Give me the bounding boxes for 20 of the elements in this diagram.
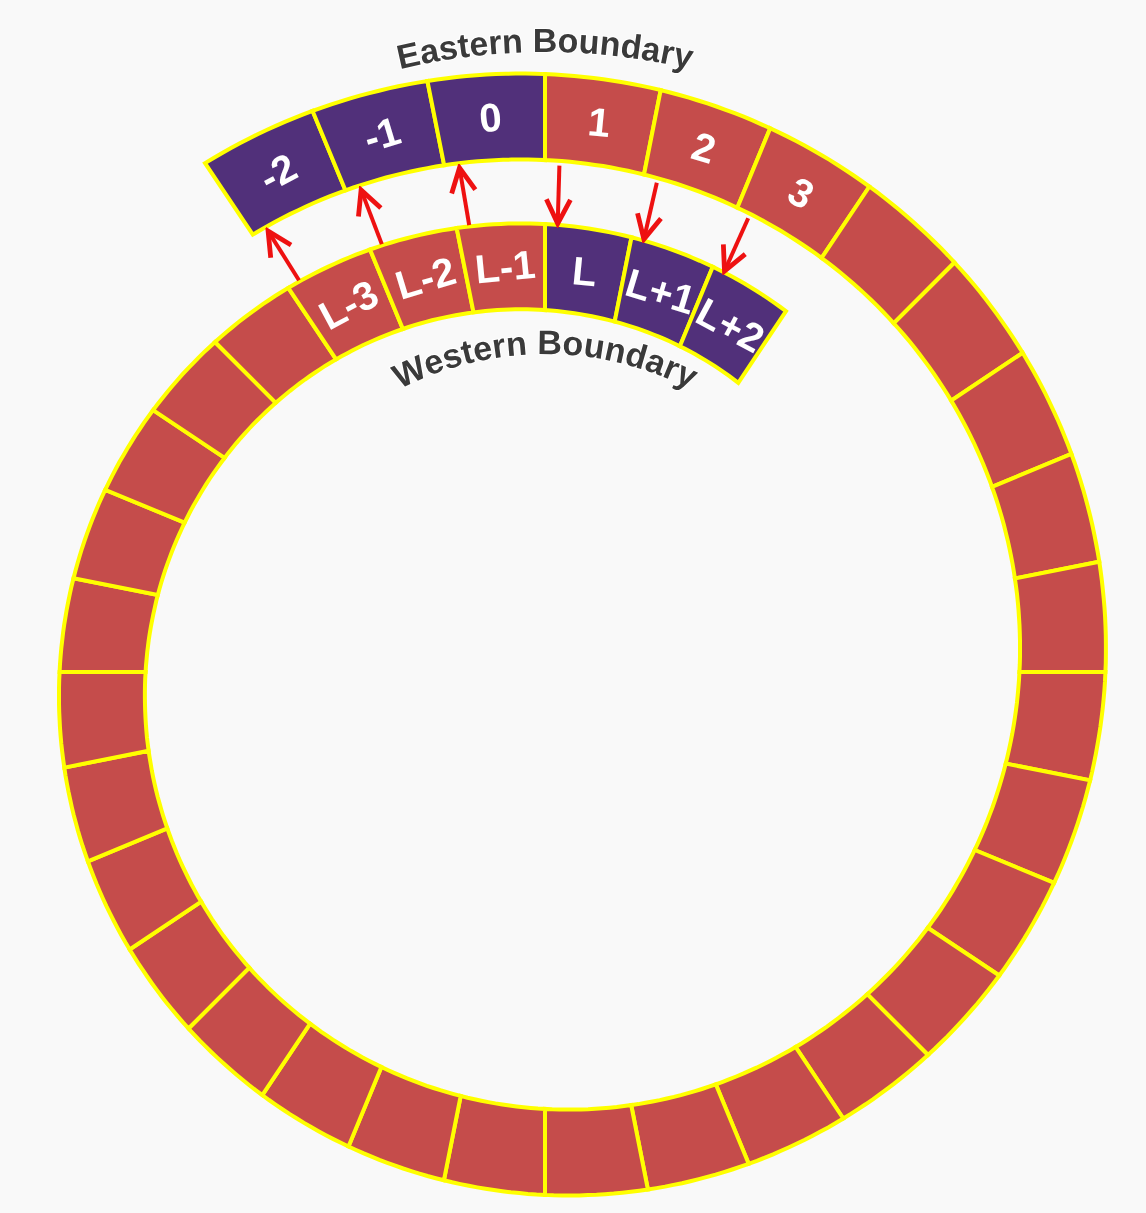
ring-cell: [57, 670, 151, 770]
arrow: [265, 228, 301, 282]
ring-cell: [864, 925, 1003, 1058]
cell-number: -1: [358, 108, 406, 161]
cell-number: L-3: [311, 270, 386, 339]
cell-number: 3: [780, 168, 822, 218]
cell-number: 1: [585, 99, 613, 146]
cell-number: 2: [686, 123, 722, 172]
cell-number: 0: [477, 94, 504, 141]
cell-number: L-1: [473, 241, 538, 292]
ring-cell: [150, 339, 279, 461]
arrow: [449, 165, 478, 226]
cell-number: L: [570, 248, 599, 295]
arrow: [356, 187, 384, 245]
arrow: [720, 217, 751, 274]
arrow: [544, 165, 573, 226]
cell-number: L-2: [390, 248, 461, 308]
boundary-label: Eastern Boundary: [393, 21, 697, 77]
arrow: [635, 182, 664, 242]
cell-number: -2: [251, 144, 304, 201]
